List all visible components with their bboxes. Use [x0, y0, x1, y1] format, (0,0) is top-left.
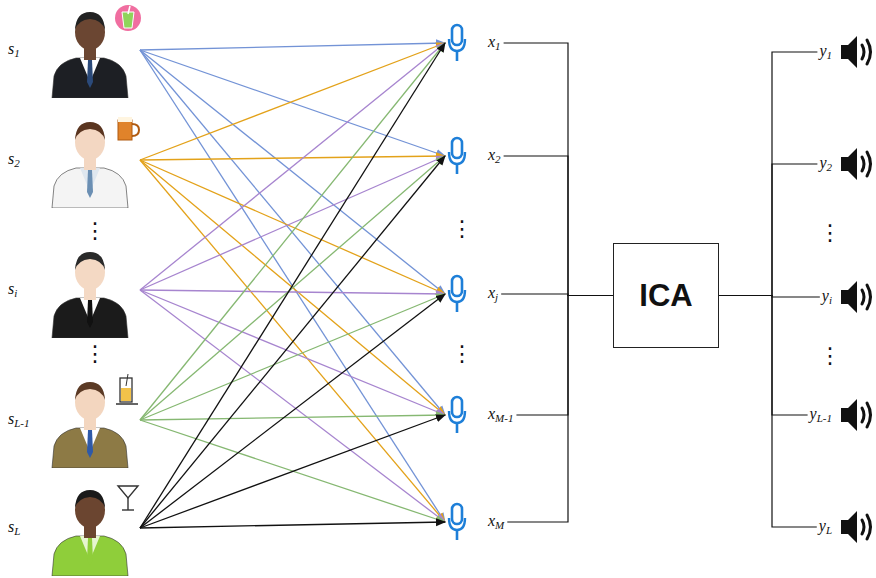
acoustic-path	[140, 415, 445, 420]
ellipsis-mark: ⋮	[84, 343, 106, 365]
acoustic-path	[140, 294, 445, 420]
signal-label: s2	[8, 151, 20, 169]
signal-label: yi	[822, 288, 832, 306]
signal-wire	[504, 43, 613, 296]
acoustic-path	[140, 294, 445, 528]
loudspeaker: yL	[819, 507, 876, 547]
speaker-person: sL-1	[6, 372, 138, 468]
ellipsis-mark: ⋮	[84, 220, 106, 242]
speaker-icon	[838, 144, 876, 188]
acoustic-path	[140, 43, 445, 160]
speaker-icon	[838, 32, 876, 76]
signal-label: xM	[488, 513, 504, 531]
signal-label: sL-1	[8, 411, 30, 429]
acoustic-path	[140, 290, 445, 522]
speaker-person: si	[6, 242, 138, 338]
acoustic-path	[140, 43, 445, 290]
acoustic-path	[140, 43, 445, 420]
signal-wire	[516, 296, 613, 416]
microphone-icon	[445, 502, 469, 546]
person-icon	[46, 112, 142, 212]
signal-label: xj	[488, 285, 498, 303]
ellipsis-mark: ⋮	[819, 222, 841, 244]
loudspeaker: yi	[822, 277, 876, 317]
signal-label: x1	[488, 34, 501, 52]
microphone: xM	[445, 502, 507, 542]
loudspeaker: y1	[819, 32, 876, 72]
person-icon	[46, 242, 142, 342]
block-title: ICA	[639, 278, 692, 314]
acoustic-path	[140, 290, 445, 415]
signal-wire	[719, 296, 808, 416]
speaker-icon	[838, 507, 876, 551]
acoustic-path	[140, 156, 445, 528]
acoustic-path	[140, 43, 445, 528]
microphone-icon	[445, 23, 469, 67]
loudspeaker: yL-1	[810, 395, 876, 435]
ellipsis-mark: ⋮	[451, 218, 473, 240]
microphone-icon	[445, 274, 469, 318]
speaker-icon	[838, 277, 876, 321]
signal-label: s1	[8, 41, 20, 59]
microphone: x2	[445, 136, 504, 176]
acoustic-path	[140, 50, 445, 156]
person-icon	[46, 480, 142, 578]
signal-label: yL	[819, 518, 832, 536]
signal-label: xM-1	[488, 406, 513, 424]
signal-wire	[504, 156, 613, 296]
signal-label: x2	[488, 147, 501, 165]
acoustic-path	[140, 156, 445, 290]
acoustic-path	[140, 43, 445, 50]
microphone: x1	[445, 23, 504, 63]
ica-block: ICA	[613, 243, 719, 348]
acoustic-path	[140, 522, 445, 528]
signal-label: si	[8, 281, 17, 299]
microphone-icon	[445, 395, 469, 439]
ellipsis-mark: ⋮	[819, 345, 841, 367]
speaker-person: s1	[6, 2, 138, 98]
person-icon	[46, 372, 142, 472]
speaker-person: sL	[6, 480, 138, 576]
acoustic-path	[140, 290, 445, 294]
signal-wire	[719, 296, 817, 528]
ellipsis-mark: ⋮	[451, 343, 473, 365]
microphone: xM-1	[445, 395, 516, 435]
acoustic-path	[140, 160, 445, 294]
acoustic-path	[140, 156, 445, 420]
acoustic-path	[140, 156, 445, 160]
signal-label: sL	[8, 519, 20, 537]
microphone: xj	[445, 274, 501, 314]
signal-label: yL-1	[810, 406, 832, 424]
microphone-icon	[445, 136, 469, 180]
acoustic-path	[140, 415, 445, 528]
signal-label: y1	[819, 43, 832, 61]
signal-wire	[719, 52, 817, 296]
acoustic-path	[140, 50, 445, 294]
signal-label: y2	[819, 155, 832, 173]
signal-wire	[719, 164, 817, 296]
person-icon	[46, 2, 142, 102]
loudspeaker: y2	[819, 144, 876, 184]
speaker-person: s2	[6, 112, 138, 208]
speaker-icon	[838, 395, 876, 439]
signal-wire	[507, 296, 613, 523]
